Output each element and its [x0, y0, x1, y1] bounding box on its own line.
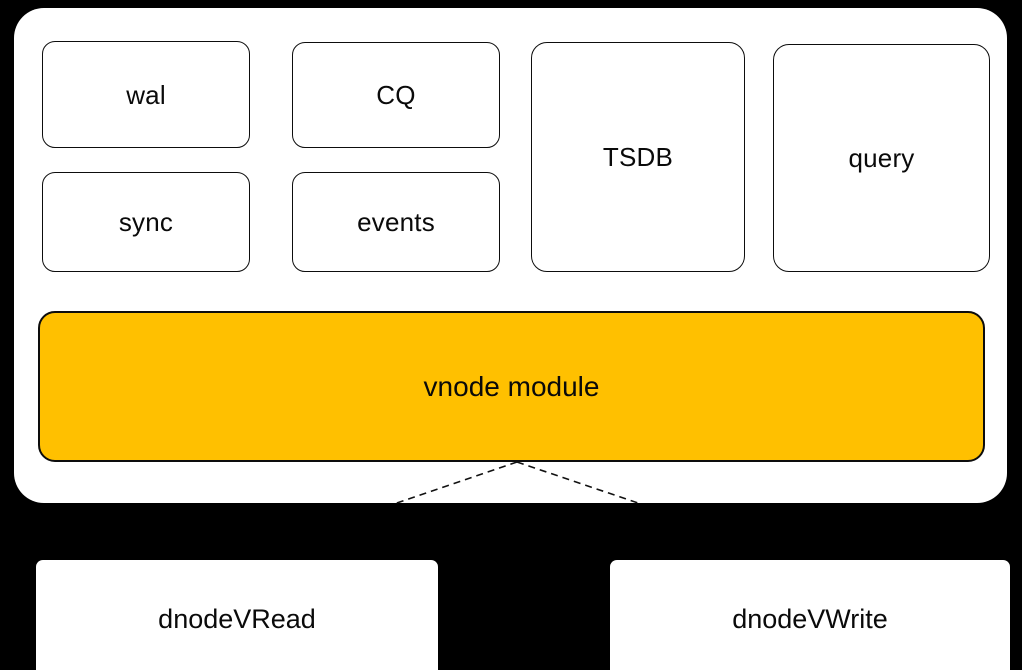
vnode-module-bar[interactable]: vnode module: [38, 311, 985, 462]
dnode-label-dnodevwrite: dnodeVWrite: [732, 603, 888, 634]
module-box-query[interactable]: query: [773, 44, 990, 272]
module-label-tsdb: TSDB: [602, 142, 674, 172]
module-box-tsdb[interactable]: TSDB: [531, 42, 745, 272]
module-box-wal[interactable]: wal: [42, 41, 250, 148]
vnode-module-label: vnode module: [423, 370, 600, 402]
module-label-sync: sync: [118, 207, 174, 237]
module-label-query: query: [848, 143, 915, 173]
dnode-box-dnodevread[interactable]: dnodeVRead: [36, 560, 438, 670]
module-box-events[interactable]: events: [292, 172, 500, 272]
module-box-sync[interactable]: sync: [42, 172, 250, 272]
module-label-events: events: [357, 207, 435, 237]
module-box-cq[interactable]: CQ: [292, 42, 500, 148]
module-label-cq: CQ: [376, 80, 416, 110]
dnode-label-dnodevread: dnodeVRead: [158, 603, 316, 634]
dnode-box-dnodevwrite[interactable]: dnodeVWrite: [610, 560, 1010, 670]
module-label-wal: wal: [126, 79, 166, 110]
